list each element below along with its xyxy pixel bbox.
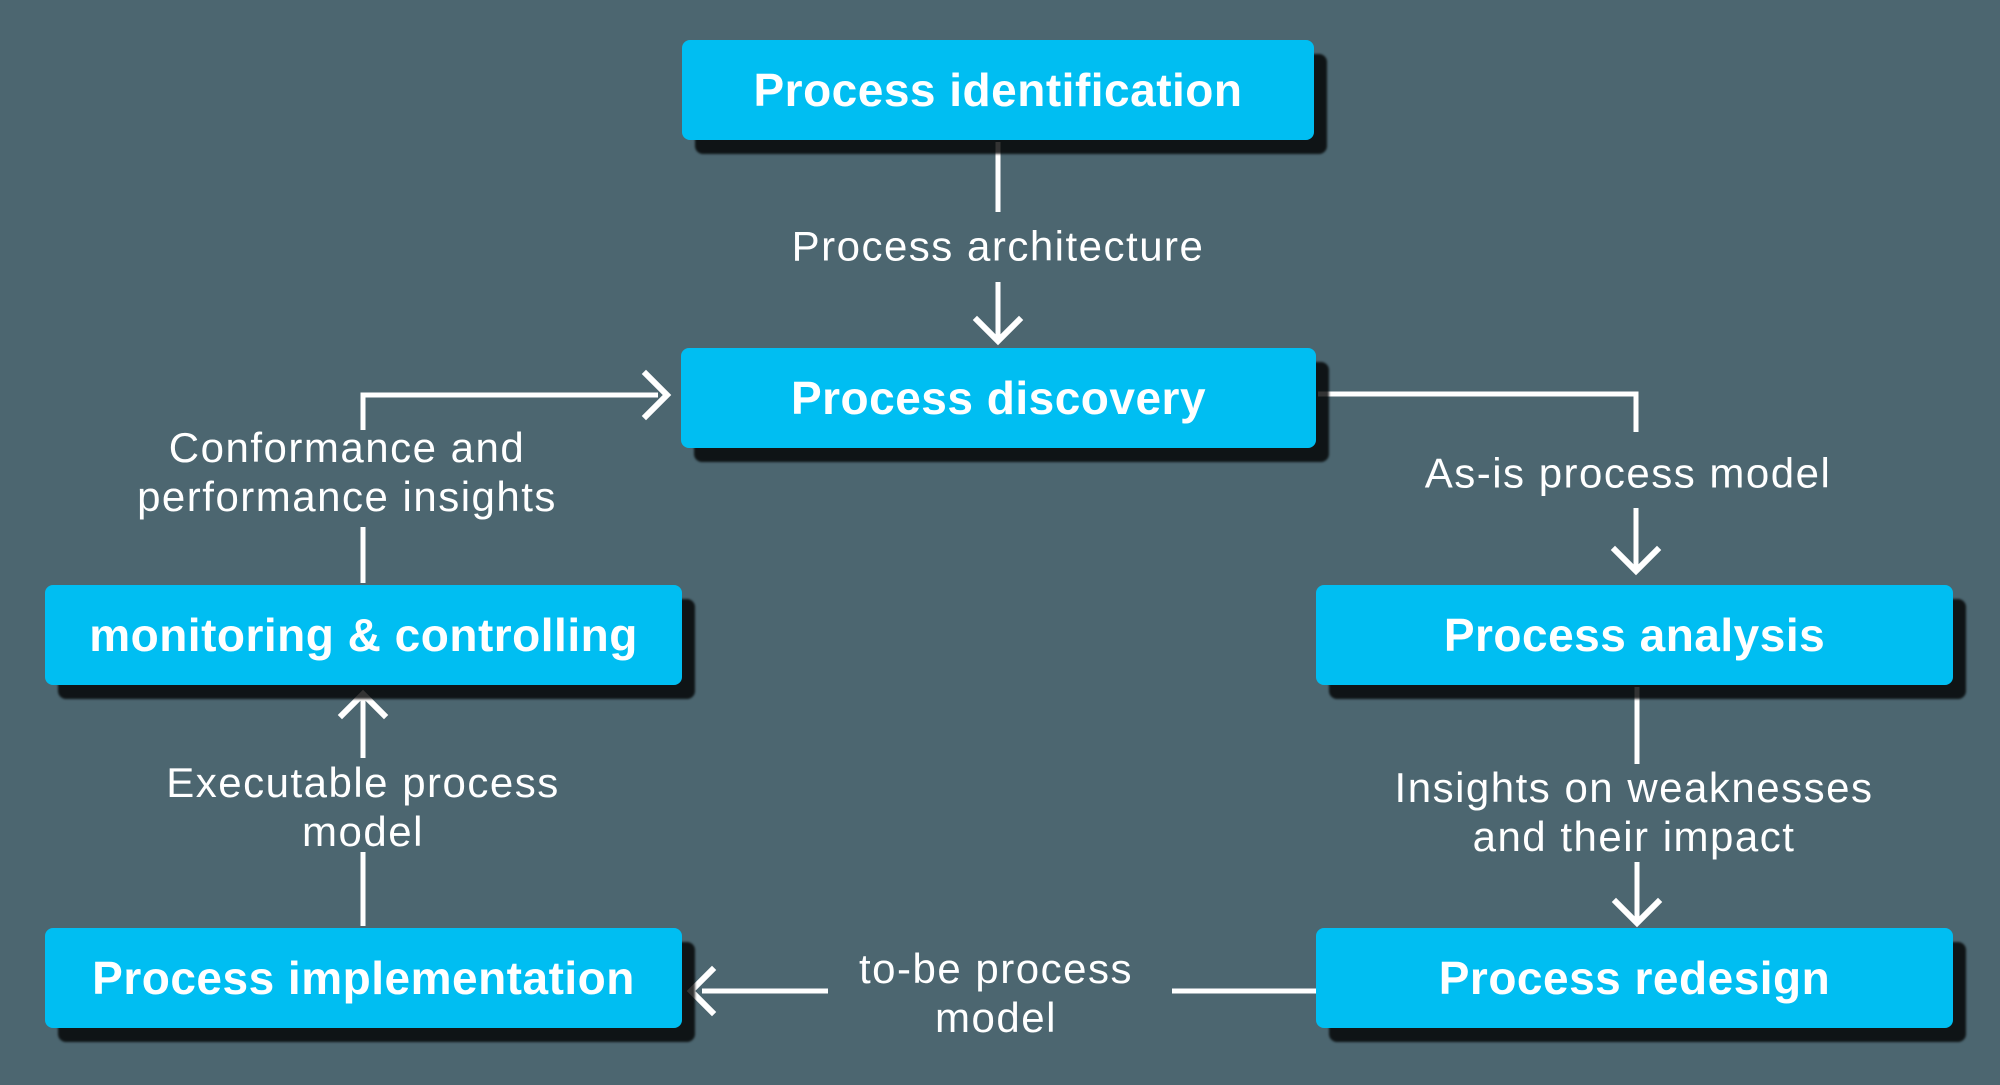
node-process-identification: Process identification — [682, 40, 1314, 140]
node-process-redesign: Process redesign — [1316, 928, 1953, 1028]
edge-label-line: to-be process — [859, 945, 1133, 992]
edge-label-insights-on-weaknesses: Insights on weaknesses and their impact — [1395, 763, 1874, 861]
node-process-analysis: Process analysis — [1316, 585, 1953, 685]
edge-label-line: Insights on weaknesses — [1394, 764, 1874, 811]
node-process-discovery: Process discovery — [681, 348, 1316, 448]
edge-label-line: Executable process — [166, 759, 560, 806]
edge-label-process-architecture: Process architecture — [792, 222, 1205, 271]
node-monitoring-controlling: monitoring & controlling — [45, 585, 682, 685]
edge-label-as-is-process-model: As-is process model — [1425, 449, 1832, 498]
edge-label-line: performance insights — [137, 473, 557, 520]
node-process-implementation: Process implementation — [45, 928, 682, 1028]
edge-label-line: Conformance and — [168, 424, 526, 471]
edge-label-line: and their impact — [1472, 813, 1796, 860]
edge-label-line: model — [302, 808, 424, 855]
edge-label-executable-process-model: Executable process model — [166, 758, 560, 856]
edge-label-line: model — [935, 994, 1057, 1041]
edge-label-line: As-is process model — [1424, 449, 1832, 497]
edge-label-to-be-process-model: to-be process model — [859, 944, 1133, 1042]
edge-label-conformance-performance-insights: Conformance and performance insights — [137, 423, 557, 521]
edge-label-line: Process architecture — [791, 222, 1205, 270]
